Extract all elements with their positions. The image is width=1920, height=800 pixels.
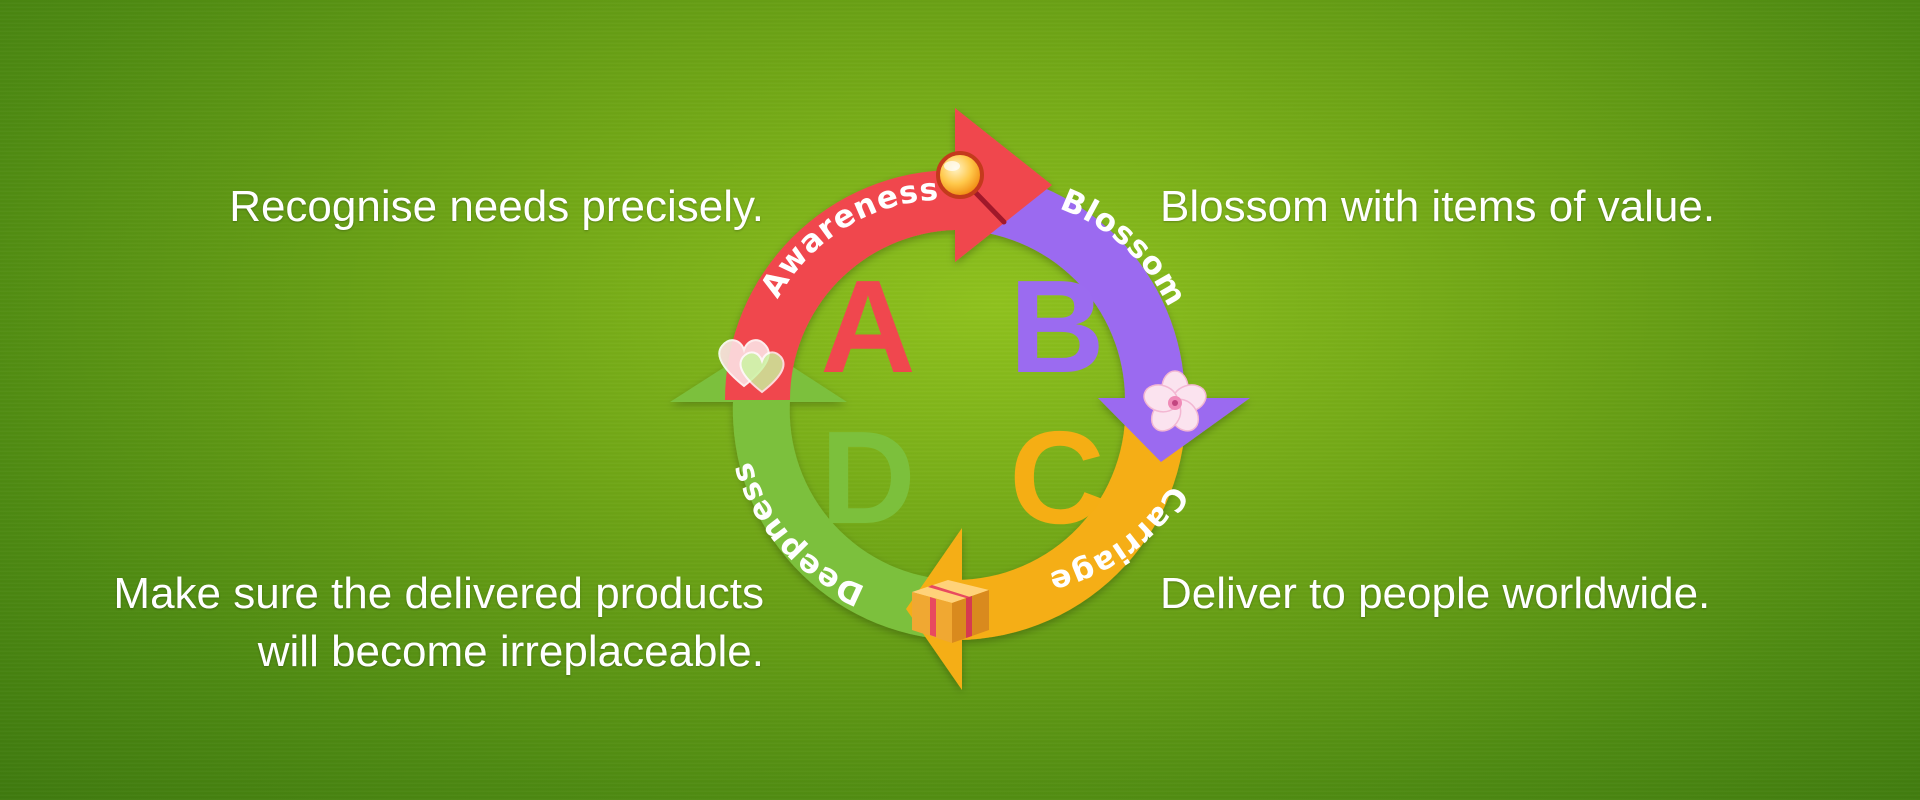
- caption-deepness: Make sure the delivered products will be…: [113, 565, 764, 681]
- caption-deepness-line-1: Make sure the delivered products: [113, 569, 764, 618]
- gift-box-icon: [912, 580, 989, 643]
- caption-blossom: Blossom with items of value.: [1160, 182, 1716, 231]
- blossom-band: [955, 170, 1185, 400]
- hearts-icon: [718, 339, 785, 394]
- letter-a: A: [820, 253, 915, 400]
- flower-icon: [1143, 370, 1207, 432]
- letter-d: D: [820, 404, 915, 551]
- caption-awareness: Recognise needs precisely.: [229, 182, 764, 231]
- blossom-arrowhead: [1098, 398, 1250, 462]
- caption-deepness-line-2: will become irreplaceable.: [257, 627, 764, 676]
- awareness-band: [725, 170, 955, 400]
- letter-b: B: [1009, 253, 1104, 400]
- deepness-band: [732, 400, 955, 640]
- awareness-arrowhead: [955, 108, 1052, 262]
- letter-c: C: [1009, 404, 1104, 551]
- caption-carriage: Deliver to people worldwide.: [1160, 569, 1711, 618]
- carriage-band: [955, 390, 1186, 640]
- magnifier-icon: [936, 151, 1007, 225]
